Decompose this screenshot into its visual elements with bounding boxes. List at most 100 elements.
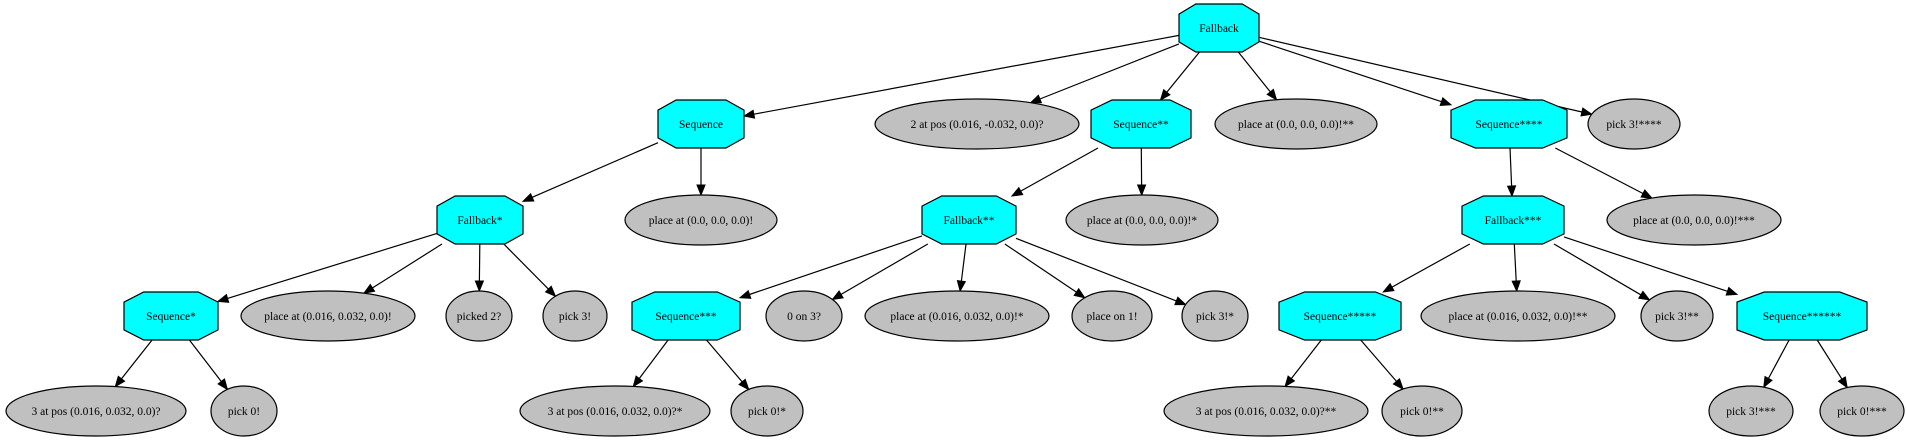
node-fallback1: Fallback* [436,195,524,245]
node-sequence2: Sequence** [1090,99,1192,149]
arrowhead-fallback-to-two-at-pos [1029,94,1043,104]
node-fallback: Fallback [1178,3,1260,53]
node-label: pick 3!**** [1606,119,1662,131]
edge-sequence6-to-pick3-3 [1767,339,1790,379]
arrowhead-fallback-to-pick3-4 [1580,107,1594,117]
edge-fallback3-to-sequence5 [1391,243,1471,288]
edge-sequence3-to-pick0-1 [706,339,743,383]
edge-sequence1-to-three-at-pos [121,339,153,380]
arrowhead-sequence2-to-fallback2 [1010,186,1024,197]
arrowhead-sequence-to-place-origin [696,184,706,197]
edge-sequence4-to-fallback3 [1509,147,1513,187]
edge-fallback3-to-pick3-2 [1553,243,1642,296]
control-node-shape [657,99,745,149]
node-label: pick 0!* [748,406,786,418]
edge-fallback2-to-sequence3 [749,235,923,296]
control-node-shape [1278,291,1402,341]
edge-fallback3-to-sequence6 [1563,236,1728,292]
node-label: place at (0.016, 0.032, 0.0)!* [890,311,1023,323]
arrowhead-sequence1-to-pick0 [217,378,229,391]
node-pick3: pick 3! [542,290,608,342]
leaf-node-shape [1065,194,1219,246]
arrowhead-fallback2-to-zero-on-3 [831,290,844,301]
control-node-shape [1736,291,1868,341]
arrowhead-fallback3-to-pick3-2 [1637,290,1651,301]
edge-fallback1-to-pick3 [503,243,549,290]
arrowhead-sequence1-to-three-at-pos [114,375,126,388]
edge-sequence6-to-pick0-3 [1816,339,1843,380]
node-label: 3 at pos (0.016, 0.032, 0.0)?* [548,406,683,418]
node-sequence1: Sequence* [123,291,219,341]
arrowhead-sequence6-to-pick3-3 [1763,375,1773,389]
leaf-node-shape [624,194,778,246]
node-label: Sequence [679,119,723,131]
arrowhead-sequence5-to-pick0-2 [1392,377,1404,391]
arrowhead-fallback2-to-sequence3 [738,289,752,299]
node-label: pick 3! [559,311,591,323]
edge-fallback2-to-place-on-1 [1004,243,1077,293]
leaf-node-shape [1587,98,1681,150]
node-picked2: picked 2? [445,290,513,342]
arrowhead-fallback2-to-place-016-1 [956,280,967,293]
node-place-016-2: place at (0.016, 0.032, 0.0)!** [1420,290,1616,342]
node-pick0-1: pick 0!* [730,385,804,437]
arrowhead-fallback-to-sequence4 [1439,97,1453,107]
node-label: pick 0!*** [1837,406,1887,418]
node-place-origin: place at (0.0, 0.0, 0.0)! [624,194,778,246]
node-three-at-pos-1: 3 at pos (0.016, 0.032, 0.0)?* [519,385,711,437]
leaf-node-shape [445,290,513,342]
node-label: picked 2? [457,311,501,323]
node-label: pick 0!** [1400,406,1444,418]
node-label: place at (0.016, 0.032, 0.0)!** [1449,311,1588,323]
node-label: Sequence****** [1763,311,1842,323]
node-label: Fallback* [457,215,503,227]
node-label: Fallback*** [1485,215,1542,227]
arrowhead-sequence4-to-fallback3 [1506,185,1517,198]
edge-fallback2-to-place-016-1 [960,243,967,282]
node-pick0: pick 0! [210,385,278,437]
node-label: pick 3!* [1196,311,1234,323]
arrowhead-fallback2-to-place-on-1 [1073,287,1086,299]
control-node-shape [436,195,524,245]
node-three-at-pos: 3 at pos (0.016, 0.032, 0.0)? [5,385,187,437]
arrowhead-sequence5-to-three-at-pos-2 [1284,375,1296,388]
control-node-shape [1178,3,1260,53]
arrowhead-sequence4-to-place-origin-3 [1640,189,1654,199]
leaf-node-shape [1071,290,1153,342]
edge-sequence5-to-three-at-pos-2 [1290,339,1322,379]
arrowhead-sequence-to-fallback1 [521,192,535,202]
node-fallback3: Fallback*** [1461,195,1565,245]
node-label: Sequence***** [1304,311,1377,323]
arrowhead-sequence6-to-pick0-3 [1837,376,1848,389]
node-label: Sequence**** [1475,119,1542,131]
arrowhead-fallback-to-sequence [742,109,756,119]
node-place-016: place at (0.016, 0.032, 0.0)! [240,290,416,342]
node-pick3-1: pick 3!* [1181,290,1249,342]
node-label: Fallback [1199,23,1239,35]
leaf-node-shape [1214,98,1378,150]
leaf-node-shape [1381,385,1463,437]
edge-fallback-to-two-at-pos [1039,43,1180,100]
node-place-origin-2: place at (0.0, 0.0, 0.0)!** [1214,98,1378,150]
node-label: 2 at pos (0.016, -0.032, 0.0)? [911,119,1044,131]
node-two-at-pos: 2 at pos (0.016, -0.032, 0.0)? [874,98,1080,150]
leaf-node-shape [1606,194,1782,246]
edge-sequence-to-fallback1 [531,142,659,198]
edge-fallback1-to-place-016 [372,243,443,289]
arrowhead-sequence2-to-place-origin-1 [1136,184,1147,197]
edge-fallback2-to-zero-on-3 [840,243,929,295]
leaf-node-shape [1640,290,1714,342]
node-pick3-4: pick 3!**** [1587,98,1681,150]
leaf-node-shape [240,290,416,342]
node-label: pick 3!*** [1726,406,1776,418]
leaf-node-shape [1819,385,1905,437]
arrowhead-fallback-to-sequence2 [1159,88,1171,102]
node-three-at-pos-2: 3 at pos (0.016, 0.032, 0.0)?** [1163,385,1369,437]
leaf-node-shape [1181,290,1249,342]
arrowhead-fallback3-to-place-016-2 [1511,280,1521,293]
node-place-origin-1: place at (0.0, 0.0, 0.0)!* [1065,194,1219,246]
edge-sequence1-to-pick0 [188,339,222,382]
node-label: Sequence*** [655,311,717,323]
node-label: 3 at pos (0.016, 0.032, 0.0)?** [1196,406,1337,418]
